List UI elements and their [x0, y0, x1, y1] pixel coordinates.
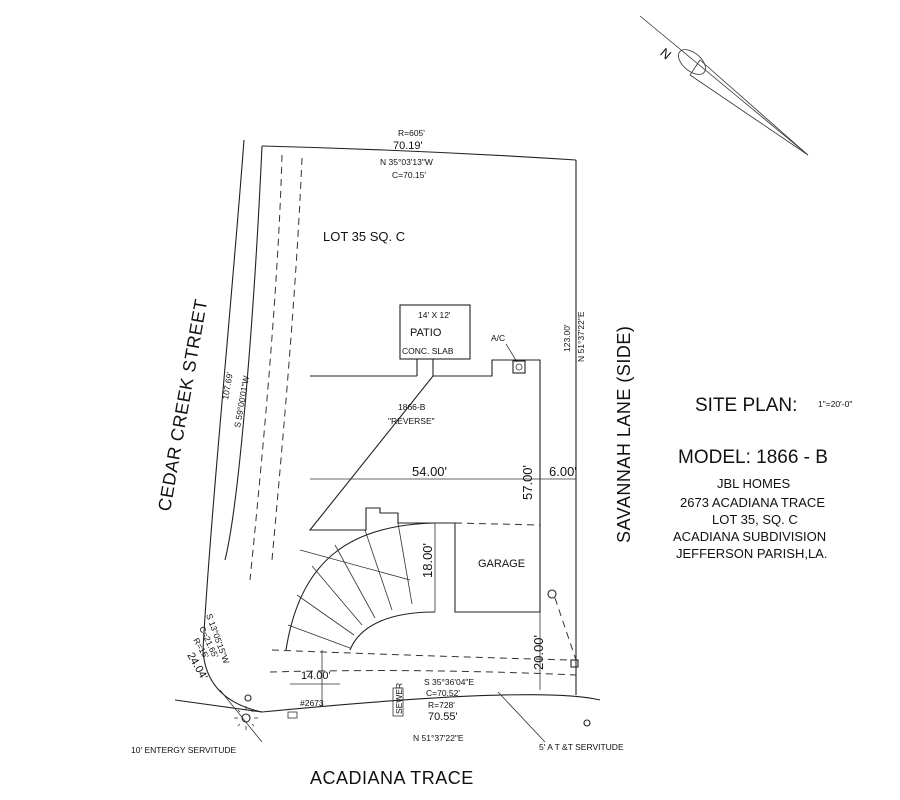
garage-front-setback: 20.00': [531, 635, 546, 670]
setback-lines: [249, 154, 577, 676]
acadiana-trace: ACADIANA TRACE: [310, 768, 474, 788]
sewer-label: SEWER: [394, 683, 404, 714]
street-bearing: N 51°37'22"E: [413, 733, 464, 743]
cedar-creek-street: CEDAR CREEK STREET: [154, 297, 211, 512]
info-subdivision: ACADIANA SUBDIVISION: [673, 529, 826, 544]
driveway-width: 18.00': [420, 543, 435, 578]
ac-label: A/C: [491, 333, 505, 343]
ac-unit-icon: [512, 360, 526, 374]
meter-icon: [547, 589, 557, 599]
address-number: #2673: [300, 698, 324, 708]
patio-label: PATIO: [410, 327, 442, 339]
patio-size: 14' X 12': [418, 310, 451, 320]
front-setback-left: 14.00': [301, 670, 331, 682]
entergy-servitude: 10' ENTERGY SERVITUDE: [131, 745, 237, 755]
top-chord: C=70.15': [392, 170, 426, 180]
right-length: 123.00': [562, 324, 572, 352]
house-depth: 57.00': [520, 465, 535, 500]
garage-label: GARAGE: [478, 558, 525, 570]
info-parish: JEFFERSON PARISH,LA.: [676, 546, 827, 561]
left-bearing: S 59°00'01"W: [232, 375, 251, 428]
top-radius: R=605': [398, 128, 425, 138]
left-length: 107.69': [220, 371, 235, 400]
house-model-label: 1866-B: [398, 402, 426, 412]
pole-icon: [583, 719, 591, 727]
top-bearing: N 35°03'13"W: [380, 157, 433, 167]
driveway: 18.00' 20.00': [285, 522, 546, 706]
junction-box-icon: [570, 659, 579, 668]
top-arc-length: 70.19': [393, 140, 423, 152]
bottom-bearing: S 35°36'04"E: [424, 677, 474, 687]
house-footprint: 1866-B "REVERSE" 54.00' 57.00' 6.00' GAR…: [308, 359, 577, 613]
model-title: MODEL: 1866 - B: [678, 447, 828, 468]
house-variant-label: "REVERSE": [388, 416, 435, 426]
site-plan-title: SITE PLAN:: [695, 395, 797, 416]
info-lot: LOT 35, SQ. C: [712, 512, 798, 527]
right-bearing: N 51°37'22"E: [576, 311, 586, 362]
north-arrow-icon: N: [639, 15, 809, 156]
info-address: 2673 ACADIANA TRACE: [680, 495, 825, 510]
bottom-arc-length: 70.55': [428, 711, 458, 723]
bottom-radius: R=728': [428, 700, 455, 710]
att-servitude: 5' A T &T SERVITUDE: [539, 742, 624, 752]
savannah-lane: SAVANNAH LANE (SIDE): [614, 326, 634, 543]
side-setback: 6.00': [549, 464, 577, 479]
bottom-chord: C=70.52': [426, 688, 460, 698]
property-boundary: [174, 139, 601, 713]
lot-label: LOT 35 SQ. C: [323, 229, 405, 244]
patio-material: CONC. SLAB: [402, 346, 454, 356]
sewer-marker: [392, 687, 404, 717]
mailbox-icon: [287, 711, 298, 719]
site-plan-scale: 1"=20'-0": [818, 399, 852, 409]
builder-name: JBL HOMES: [717, 476, 791, 491]
fire-hydrant-icon: [244, 694, 252, 702]
house-width: 54.00': [412, 464, 447, 479]
patio: 14' X 12' PATIO CONC. SLAB: [399, 304, 471, 376]
north-arrow-letter: N: [657, 45, 674, 63]
ac-unit: A/C: [491, 333, 526, 374]
